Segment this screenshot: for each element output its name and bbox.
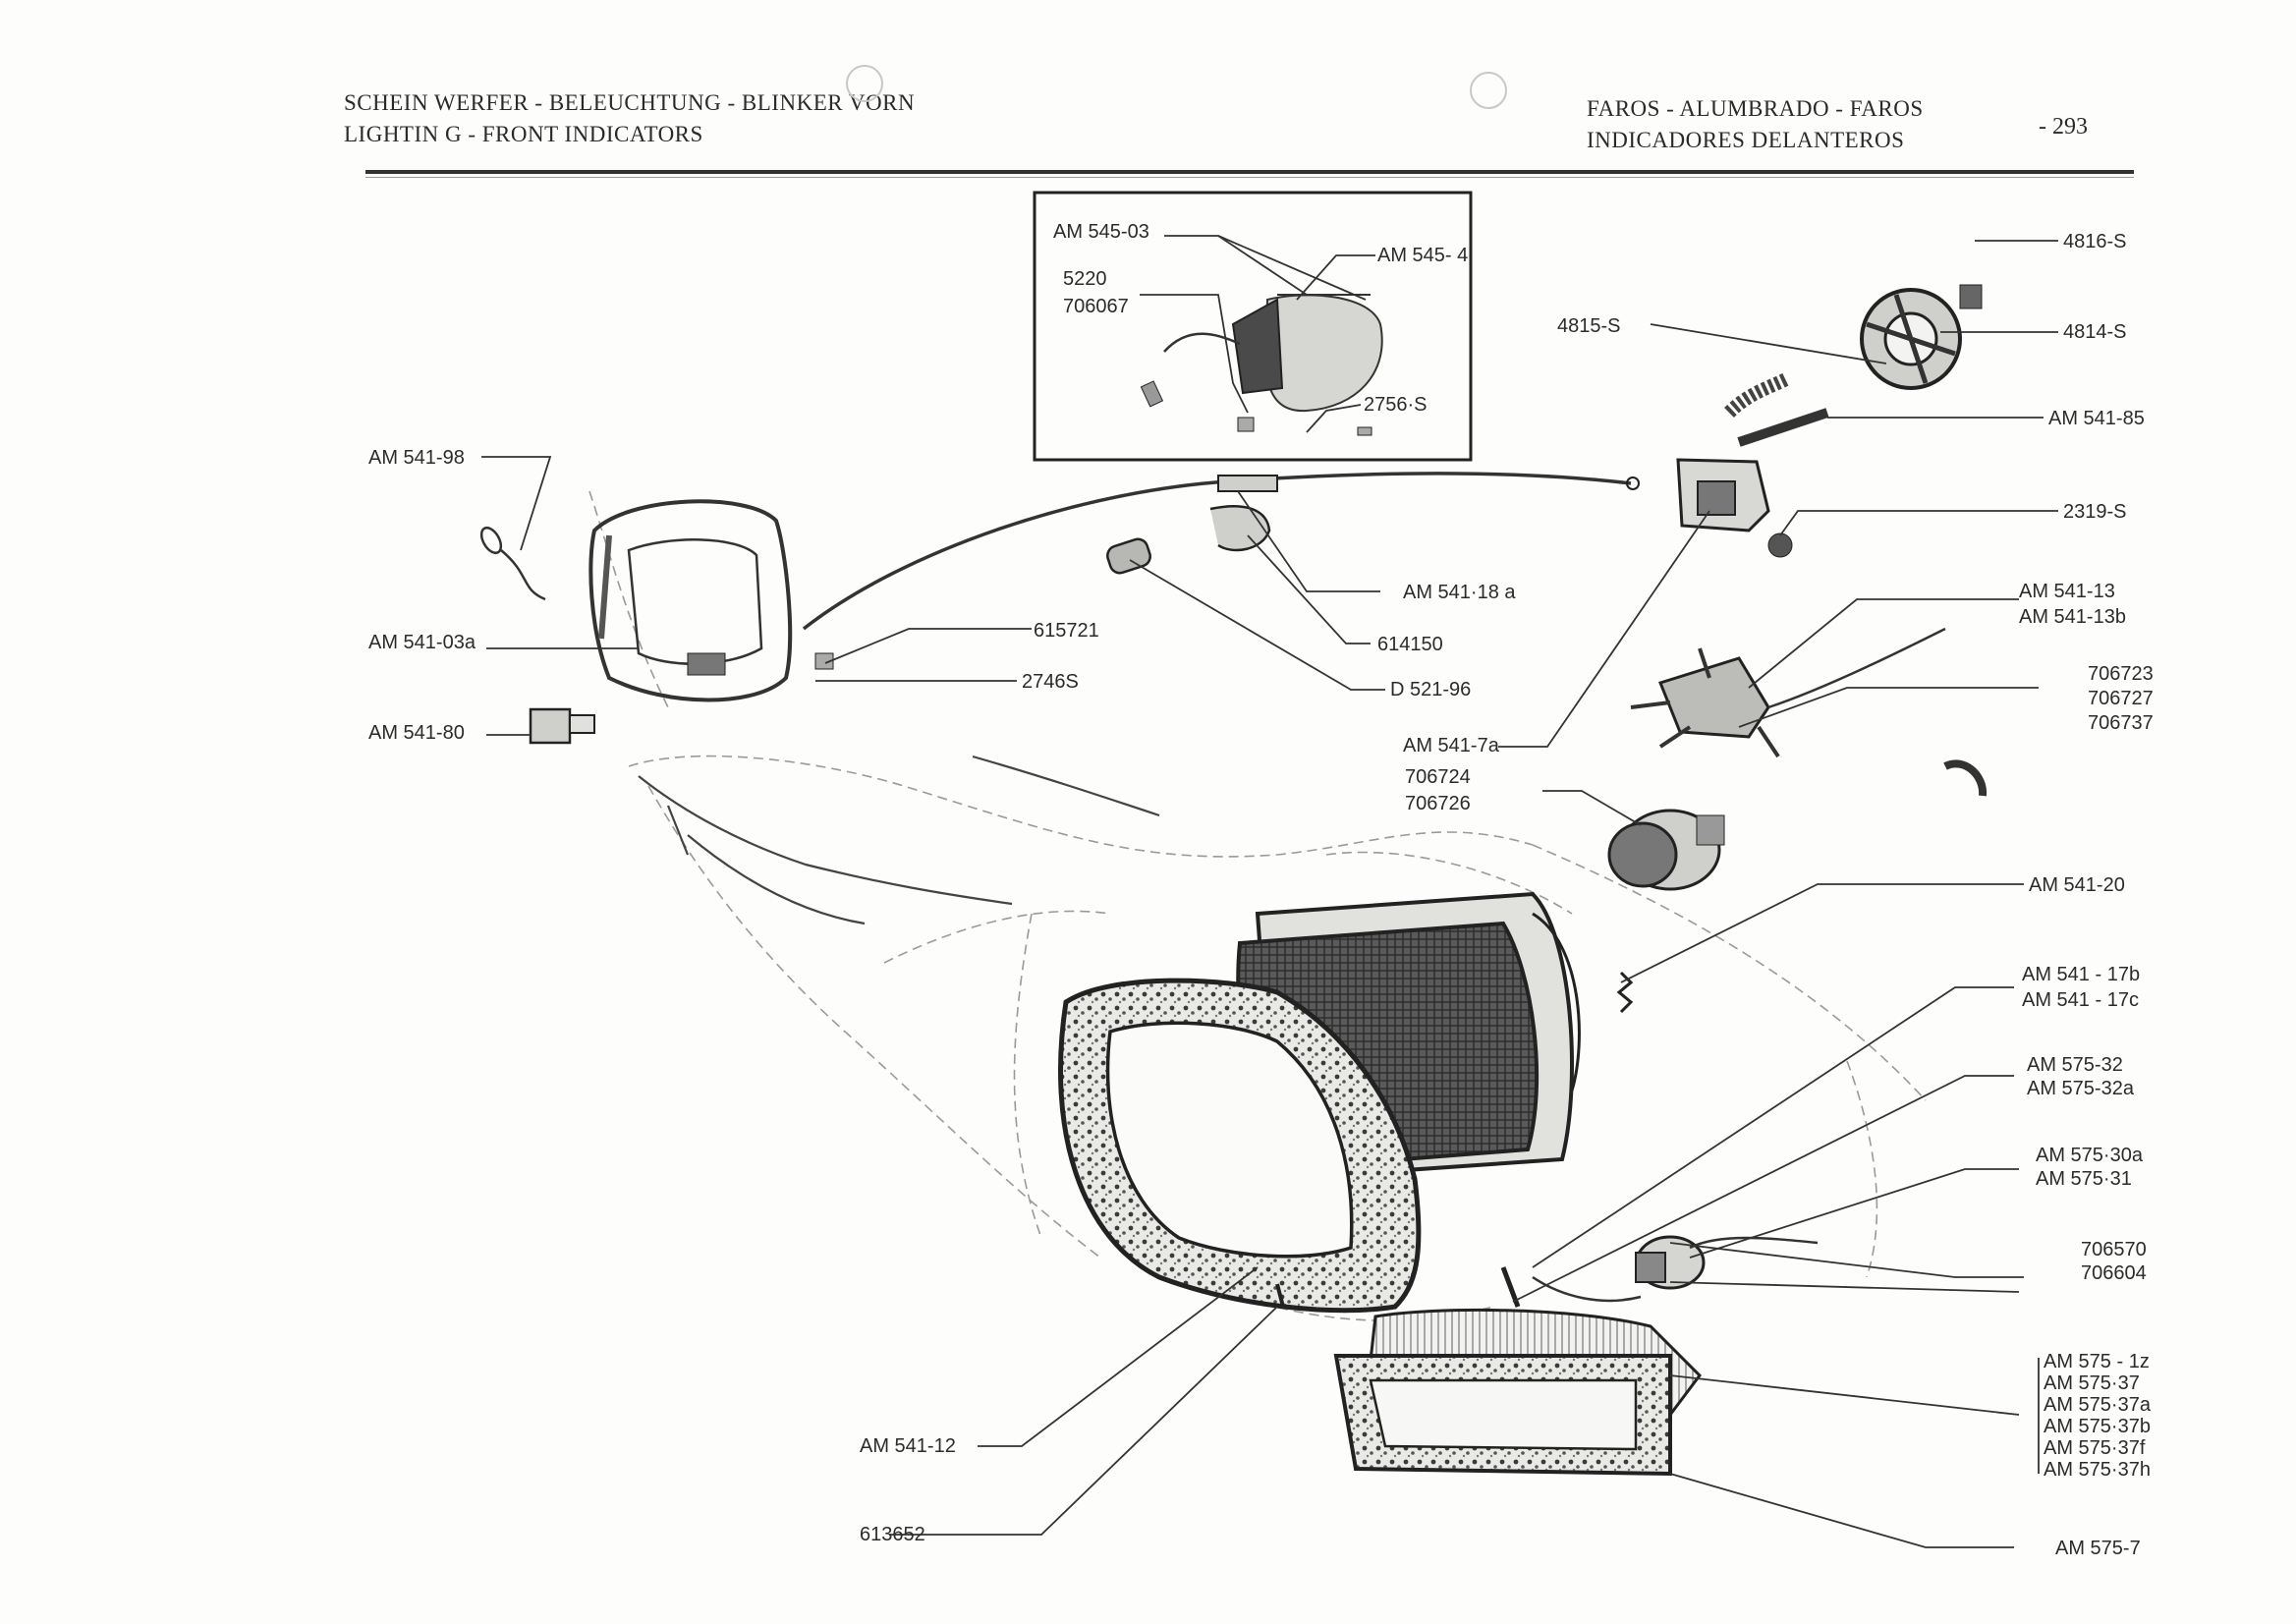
- label-am541-17b: AM 541 - 17b: [2022, 964, 2140, 985]
- label-706604: 706604: [2081, 1262, 2147, 1284]
- bulb-socket: [1607, 759, 1988, 891]
- label-am575-37h: AM 575·37h: [2044, 1459, 2151, 1481]
- label-4814s: 4814-S: [2063, 321, 2127, 343]
- spring-clip: [479, 526, 546, 601]
- car-body-solid-edges: [638, 755, 1160, 925]
- adjuster-bracket: [1676, 371, 1829, 558]
- label-am541-7a: AM 541-7a: [1403, 735, 1500, 756]
- adjuster-cable: [802, 472, 1640, 631]
- sleeve-614150: [1209, 505, 1271, 552]
- label-706723: 706723: [2088, 663, 2154, 685]
- label-am575-32: AM 575-32: [2027, 1054, 2123, 1076]
- label-am575-37f: AM 575·37f: [2044, 1437, 2146, 1459]
- label-5220: 5220: [1063, 268, 1107, 290]
- label-am541-85: AM 541-85: [2048, 408, 2145, 429]
- label-614150: 614150: [1377, 634, 1443, 655]
- label-am541-03a: AM 541-03a: [368, 632, 476, 653]
- switch-block: [529, 707, 595, 745]
- label-615721: 615721: [1034, 620, 1099, 642]
- label-2319s: 2319-S: [2063, 501, 2127, 523]
- label-2756s: 2756·S: [1364, 394, 1428, 416]
- label-am575-37a: AM 575·37a: [2044, 1394, 2152, 1416]
- header-rule-thin: [365, 177, 2134, 178]
- indicator-bulb-holder: [1500, 1235, 1819, 1308]
- label-2746s: 2746S: [1022, 671, 1079, 693]
- front-indicator-lamp: [1333, 1308, 1702, 1477]
- indicator-lamp-unit: [1140, 294, 1383, 436]
- label-4816s: 4816-S: [2063, 231, 2127, 252]
- label-am575-30a: AM 575·30a: [2036, 1145, 2144, 1166]
- header-title-spanish: FAROS - ALUMBRADO - FAROS: [1587, 96, 1924, 121]
- headlight-unit: [1236, 891, 1581, 1182]
- label-613652: 613652: [860, 1524, 925, 1545]
- car-body-outline: [588, 490, 1927, 1321]
- label-am575-32a: AM 575-32a: [2027, 1078, 2135, 1099]
- label-am541-17c: AM 541 - 17c: [2022, 989, 2139, 1011]
- page-number: - 293: [2039, 114, 2088, 140]
- label-am541-98: AM 541-98: [368, 447, 465, 469]
- label-706726: 706726: [1405, 793, 1471, 814]
- label-am575-37b: AM 575·37b: [2044, 1416, 2151, 1437]
- label-706570: 706570: [2081, 1239, 2147, 1260]
- label-d521-96: D 521-96: [1390, 679, 1471, 700]
- label-4815s: 4815-S: [1557, 315, 1621, 337]
- header-title-english: LIGHTIN G - FRONT INDICATORS: [344, 122, 703, 146]
- label-am541-13: AM 541-13: [2019, 581, 2115, 602]
- indicator-inset-box: [1033, 191, 1473, 462]
- label-am545-4: AM 545- 4: [1377, 245, 1468, 266]
- adjuster-knob: [1860, 284, 1983, 390]
- headlight-frame-upper: [588, 499, 793, 702]
- header-rule: [365, 170, 2134, 174]
- label-am541-12: AM 541-12: [860, 1435, 956, 1457]
- label-706727: 706727: [2088, 688, 2154, 709]
- label-am575-31: AM 575·31: [2036, 1168, 2132, 1190]
- part-labels: AM 545-03 AM 545- 4 5220 706067 2756·S A…: [368, 221, 2154, 1559]
- bulb-holder-plate: [1630, 627, 1946, 758]
- leader-lines: [481, 235, 2058, 1548]
- label-706724: 706724: [1405, 766, 1471, 788]
- header-title-german: SCHEIN WERFER - BELEUCHTUNG - BLINKER VO…: [344, 90, 916, 115]
- label-am575-7: AM 575-7: [2055, 1538, 2141, 1559]
- bushing-d521-96: [1106, 537, 1151, 575]
- label-706067: 706067: [1063, 296, 1129, 317]
- label-am541-18a: AM 541·18 a: [1403, 582, 1516, 603]
- screw-613652: [1275, 1283, 1285, 1308]
- label-am575-37: AM 575·37: [2044, 1372, 2140, 1394]
- nut-615721: [814, 652, 834, 670]
- label-am545-03: AM 545-03: [1053, 221, 1149, 243]
- label-706737: 706737: [2088, 712, 2154, 734]
- headlight-bezel: [1058, 978, 1422, 1314]
- label-am541-20: AM 541-20: [2029, 874, 2125, 896]
- label-am541-80: AM 541-80: [368, 722, 465, 744]
- label-am575-1z: AM 575 - 1z: [2044, 1351, 2150, 1372]
- label-am541-13b: AM 541-13b: [2019, 606, 2126, 628]
- binder-holes: [846, 65, 1507, 109]
- header-subtitle-spanish: INDICADORES DELANTEROS: [1587, 128, 1905, 152]
